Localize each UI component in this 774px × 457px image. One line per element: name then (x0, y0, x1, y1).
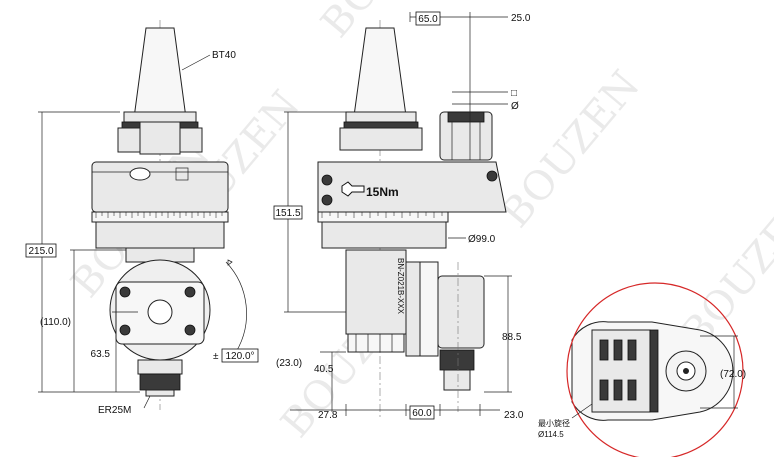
min-swing-dia-label: Ø114.5 (538, 430, 564, 439)
side-view-dimensions: 65.0 25.0 □ Ø 151.5 Ø99.0 (23.0) 40.5 88… (273, 11, 531, 421)
collet-label: ER25M (98, 405, 131, 416)
height-63-dim: 63.5 (91, 349, 111, 360)
height-88-dim: 88.5 (502, 332, 522, 343)
nameplate-text: BN-Z021B-XXX (396, 258, 405, 315)
bottom-27-dim: 27.8 (318, 410, 338, 421)
holder-label: BT40 (212, 50, 236, 61)
side-view: 15Nm BN-Z021B-XXX (317, 20, 507, 420)
bottom-60-dim: 60.0 (412, 408, 432, 419)
dia-sym: Ø (511, 101, 519, 112)
height-23-paren-dim: (23.0) (276, 358, 302, 369)
scale-ticks (95, 212, 223, 218)
overall-height-dim: 215.0 (28, 246, 53, 257)
min-swing-label-cn: 最小旋径 (538, 418, 570, 428)
front-view-dimensions: BT40 215.0 (110.0) 63.5 ± 120.0° ER25M (25, 50, 259, 416)
angle-sign: ± (213, 351, 219, 362)
angle-dim: 120.0° (225, 351, 254, 362)
height-110-dim: (110.0) (40, 317, 71, 328)
height-151-dim: 151.5 (275, 208, 300, 219)
torque-label: 15Nm (366, 185, 399, 199)
bottom-view (566, 282, 744, 457)
square-sym: □ (511, 88, 517, 99)
bottom-23-dim: 23.0 (504, 410, 524, 421)
min-swing-circle (566, 282, 744, 457)
side-72-dim: (72.0) (720, 369, 746, 380)
top-25-dim: 25.0 (511, 13, 531, 24)
dia-99-dim: Ø99.0 (468, 234, 496, 245)
bottom-view-dimensions: (72.0) 最小旋径 Ø114.5 (538, 335, 746, 439)
front-view (91, 20, 247, 410)
top-65-dim: 65.0 (418, 14, 438, 25)
height-40-dim: 40.5 (314, 364, 334, 375)
